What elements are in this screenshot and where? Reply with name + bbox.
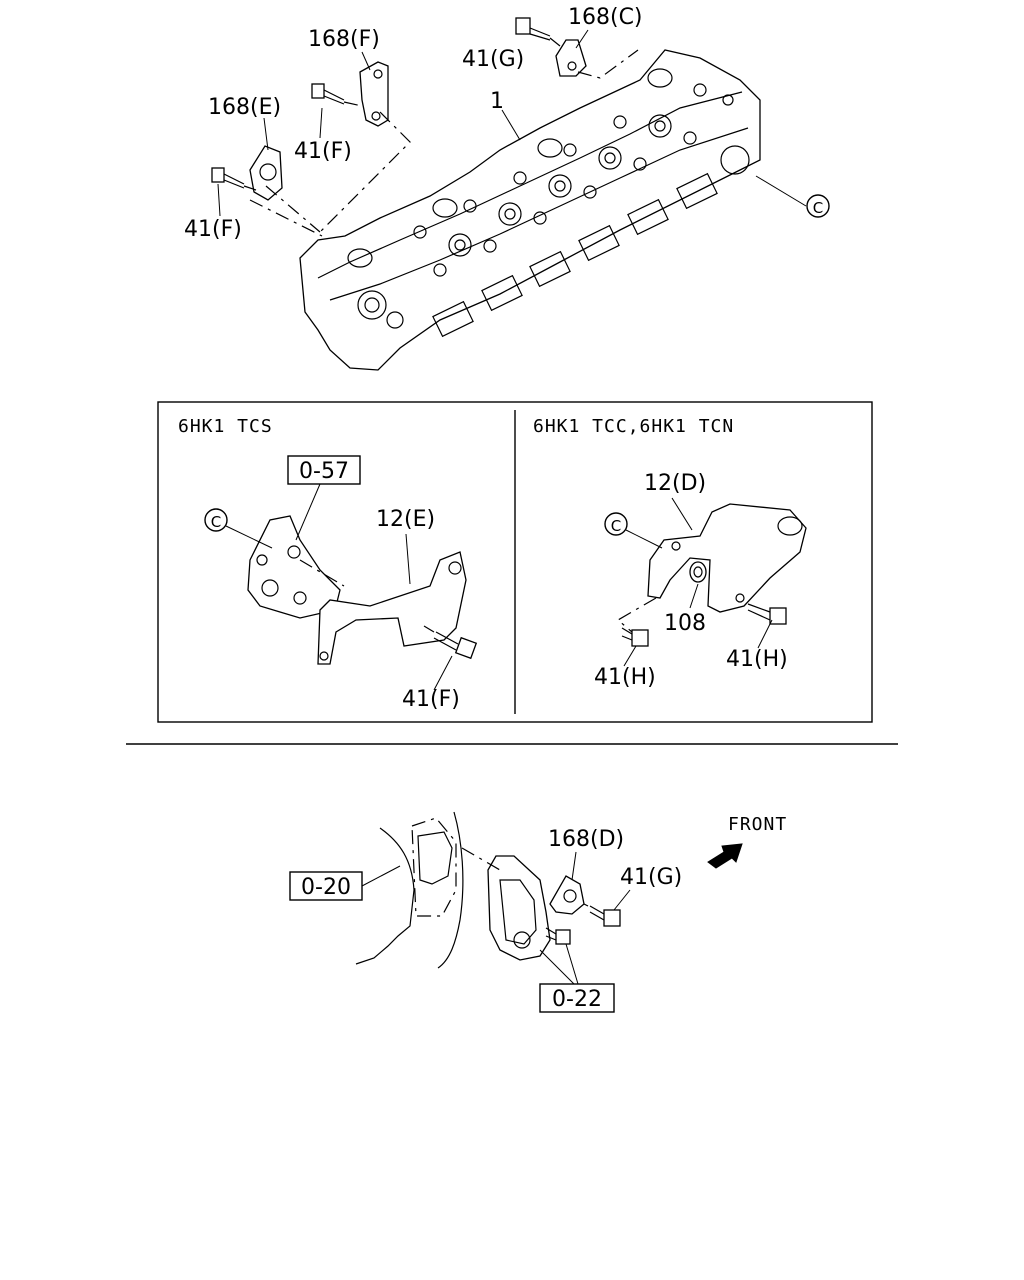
label-168f: 168(F) xyxy=(308,27,380,52)
ref-circle-c-left xyxy=(204,508,228,532)
bracket-168e xyxy=(249,145,283,201)
ref-circle-c-top xyxy=(806,194,830,218)
head-end-fragment-left xyxy=(247,515,341,619)
ref-box-0-22-label: 0-22 xyxy=(552,987,602,1012)
label-ref-c-top: C xyxy=(813,199,823,217)
flywheel-housing-fragment xyxy=(355,811,464,969)
label-12e: 12(E) xyxy=(376,507,435,532)
bracket-12e xyxy=(317,551,467,665)
bolt-41g-top xyxy=(515,17,551,41)
label-168c: 168(C) xyxy=(568,5,643,30)
bracket-bottom xyxy=(487,855,551,961)
ref-box-0-20-label: 0-20 xyxy=(301,875,351,900)
label-41g-bottom: 41(G) xyxy=(620,865,682,890)
label-12d: 12(D) xyxy=(644,471,706,496)
ref-box-0-22 xyxy=(539,983,615,1013)
head-port-windows xyxy=(432,172,718,338)
variant-panel-frame xyxy=(157,401,873,723)
label-108: 108 xyxy=(664,611,706,636)
washer-108 xyxy=(689,561,707,583)
head-bolt-holes xyxy=(357,83,750,329)
ref-circle-c-right xyxy=(604,512,628,536)
cylinder-head-assembly xyxy=(299,49,761,371)
label-168e: 168(E) xyxy=(208,95,281,120)
bolt-41f-mid xyxy=(311,83,345,105)
label-41g-top: 41(G) xyxy=(462,47,524,72)
bolt-41f-low xyxy=(211,167,245,189)
bolt-41g-bottom xyxy=(589,905,621,927)
ref-box-0-57-label: 0-57 xyxy=(299,459,349,484)
bolt-41h-right xyxy=(747,603,787,625)
bracket-168c xyxy=(555,39,587,77)
label-168d: 168(D) xyxy=(548,827,624,852)
label-ref-c-right: C xyxy=(611,517,621,535)
head-cam-journals xyxy=(347,68,673,268)
label-part-1: 1 xyxy=(490,89,504,114)
bracket-168f xyxy=(359,61,389,127)
bolt-41f-left xyxy=(433,631,478,660)
label-41f-mid: 41(F) xyxy=(294,139,352,164)
right-panel-header: 6HK1 TCC,6HK1 TCN xyxy=(533,416,734,437)
front-label: FRONT xyxy=(728,814,787,835)
bolt-41h-left xyxy=(621,627,649,647)
front-arrow-icon xyxy=(707,843,743,869)
label-41f-left: 41(F) xyxy=(402,687,460,712)
label-41h-left: 41(H) xyxy=(594,665,656,690)
bolt-bottom-0-22 xyxy=(545,927,571,945)
label-ref-c-left: C xyxy=(211,513,221,531)
label-41f-low: 41(F) xyxy=(184,217,242,242)
label-41h-right: 41(H) xyxy=(726,647,788,672)
ref-box-0-57 xyxy=(287,455,361,485)
left-panel-header: 6HK1 TCS xyxy=(178,416,273,437)
bracket-12d xyxy=(647,503,807,613)
bracket-168d xyxy=(549,875,585,915)
